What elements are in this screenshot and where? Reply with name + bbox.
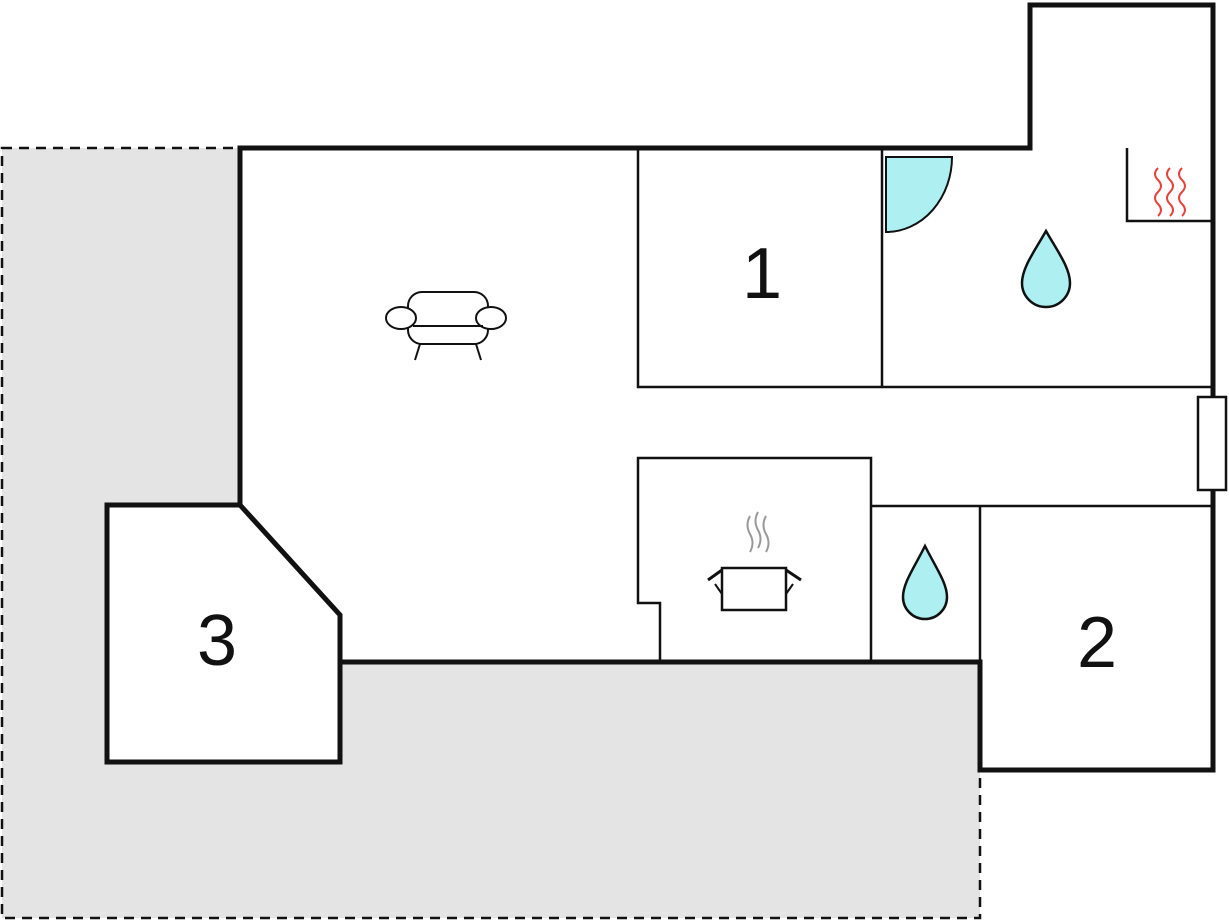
room-3-floor — [107, 505, 340, 762]
sauna-heat-icon — [1154, 167, 1186, 217]
room-label-1: 1 — [742, 234, 782, 314]
window — [1196, 395, 1228, 492]
water-drop-icon — [1020, 228, 1072, 309]
interior-walls — [636, 148, 1213, 662]
room-label-3: 3 — [197, 601, 237, 681]
water-drop-icon — [901, 543, 949, 621]
outer-walls — [104, 2, 1216, 773]
door-swing — [885, 156, 954, 234]
room-label-2: 2 — [1077, 603, 1117, 683]
cooking-pot-icon — [707, 511, 802, 612]
sofa-icon — [385, 291, 507, 361]
